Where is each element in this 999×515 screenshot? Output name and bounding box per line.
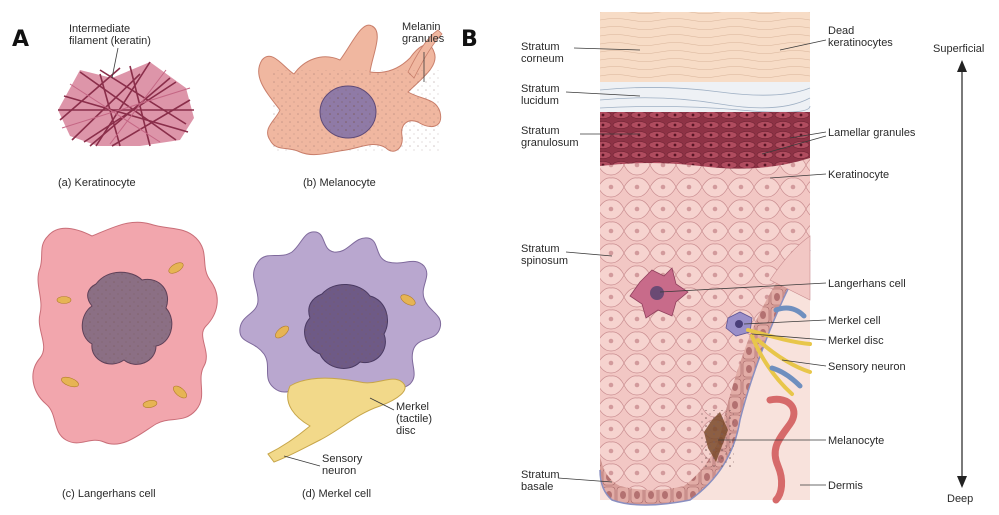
- label-langerhans-cell: Langerhans cell: [828, 278, 906, 290]
- label-merkel-cell: Merkel cell: [828, 315, 881, 327]
- sensory-neuron-a-leader: [284, 456, 320, 466]
- keratinocyte-illustration: [58, 62, 194, 146]
- label-merkel-disc: Merkel disc: [828, 335, 884, 347]
- arrow-up-icon: [957, 60, 967, 72]
- label-dermis: Dermis: [828, 480, 863, 492]
- merkel-disc-label: Merkel(tactile)disc: [396, 401, 432, 437]
- panel-a-label: A: [12, 27, 29, 52]
- langerhans-illustration: [33, 222, 217, 444]
- melanocyte-caption: (b) Melanocyte: [303, 177, 376, 189]
- axis-deep-label: Deep: [947, 493, 973, 505]
- panel-b-label: B: [461, 27, 478, 52]
- label-lamellar-granules: Lamellar granules: [828, 127, 916, 139]
- melanocyte-b: [700, 410, 734, 468]
- keratin-leader: [112, 48, 118, 78]
- merkel-caption: (d) Merkel cell: [302, 488, 371, 500]
- keratinocyte-caption: (a) Keratinocyte: [58, 177, 136, 189]
- depth-axis: Superficial Deep: [933, 43, 984, 505]
- axis-superficial-label: Superficial: [933, 43, 984, 55]
- label-keratinocyte: Keratinocyte: [828, 169, 889, 181]
- label-sensory-neuron: Sensory neuron: [828, 361, 906, 373]
- label-melanocyte: Melanocyte: [828, 435, 884, 447]
- epidermis-cross-section: [600, 12, 810, 505]
- panel-b: B: [461, 12, 984, 505]
- stratum-corneum-layer: [600, 12, 810, 82]
- stratum-granulosum-layer: [600, 112, 810, 171]
- arrow-down-icon: [957, 476, 967, 488]
- langerhans-caption: (c) Langerhans cell: [62, 488, 156, 500]
